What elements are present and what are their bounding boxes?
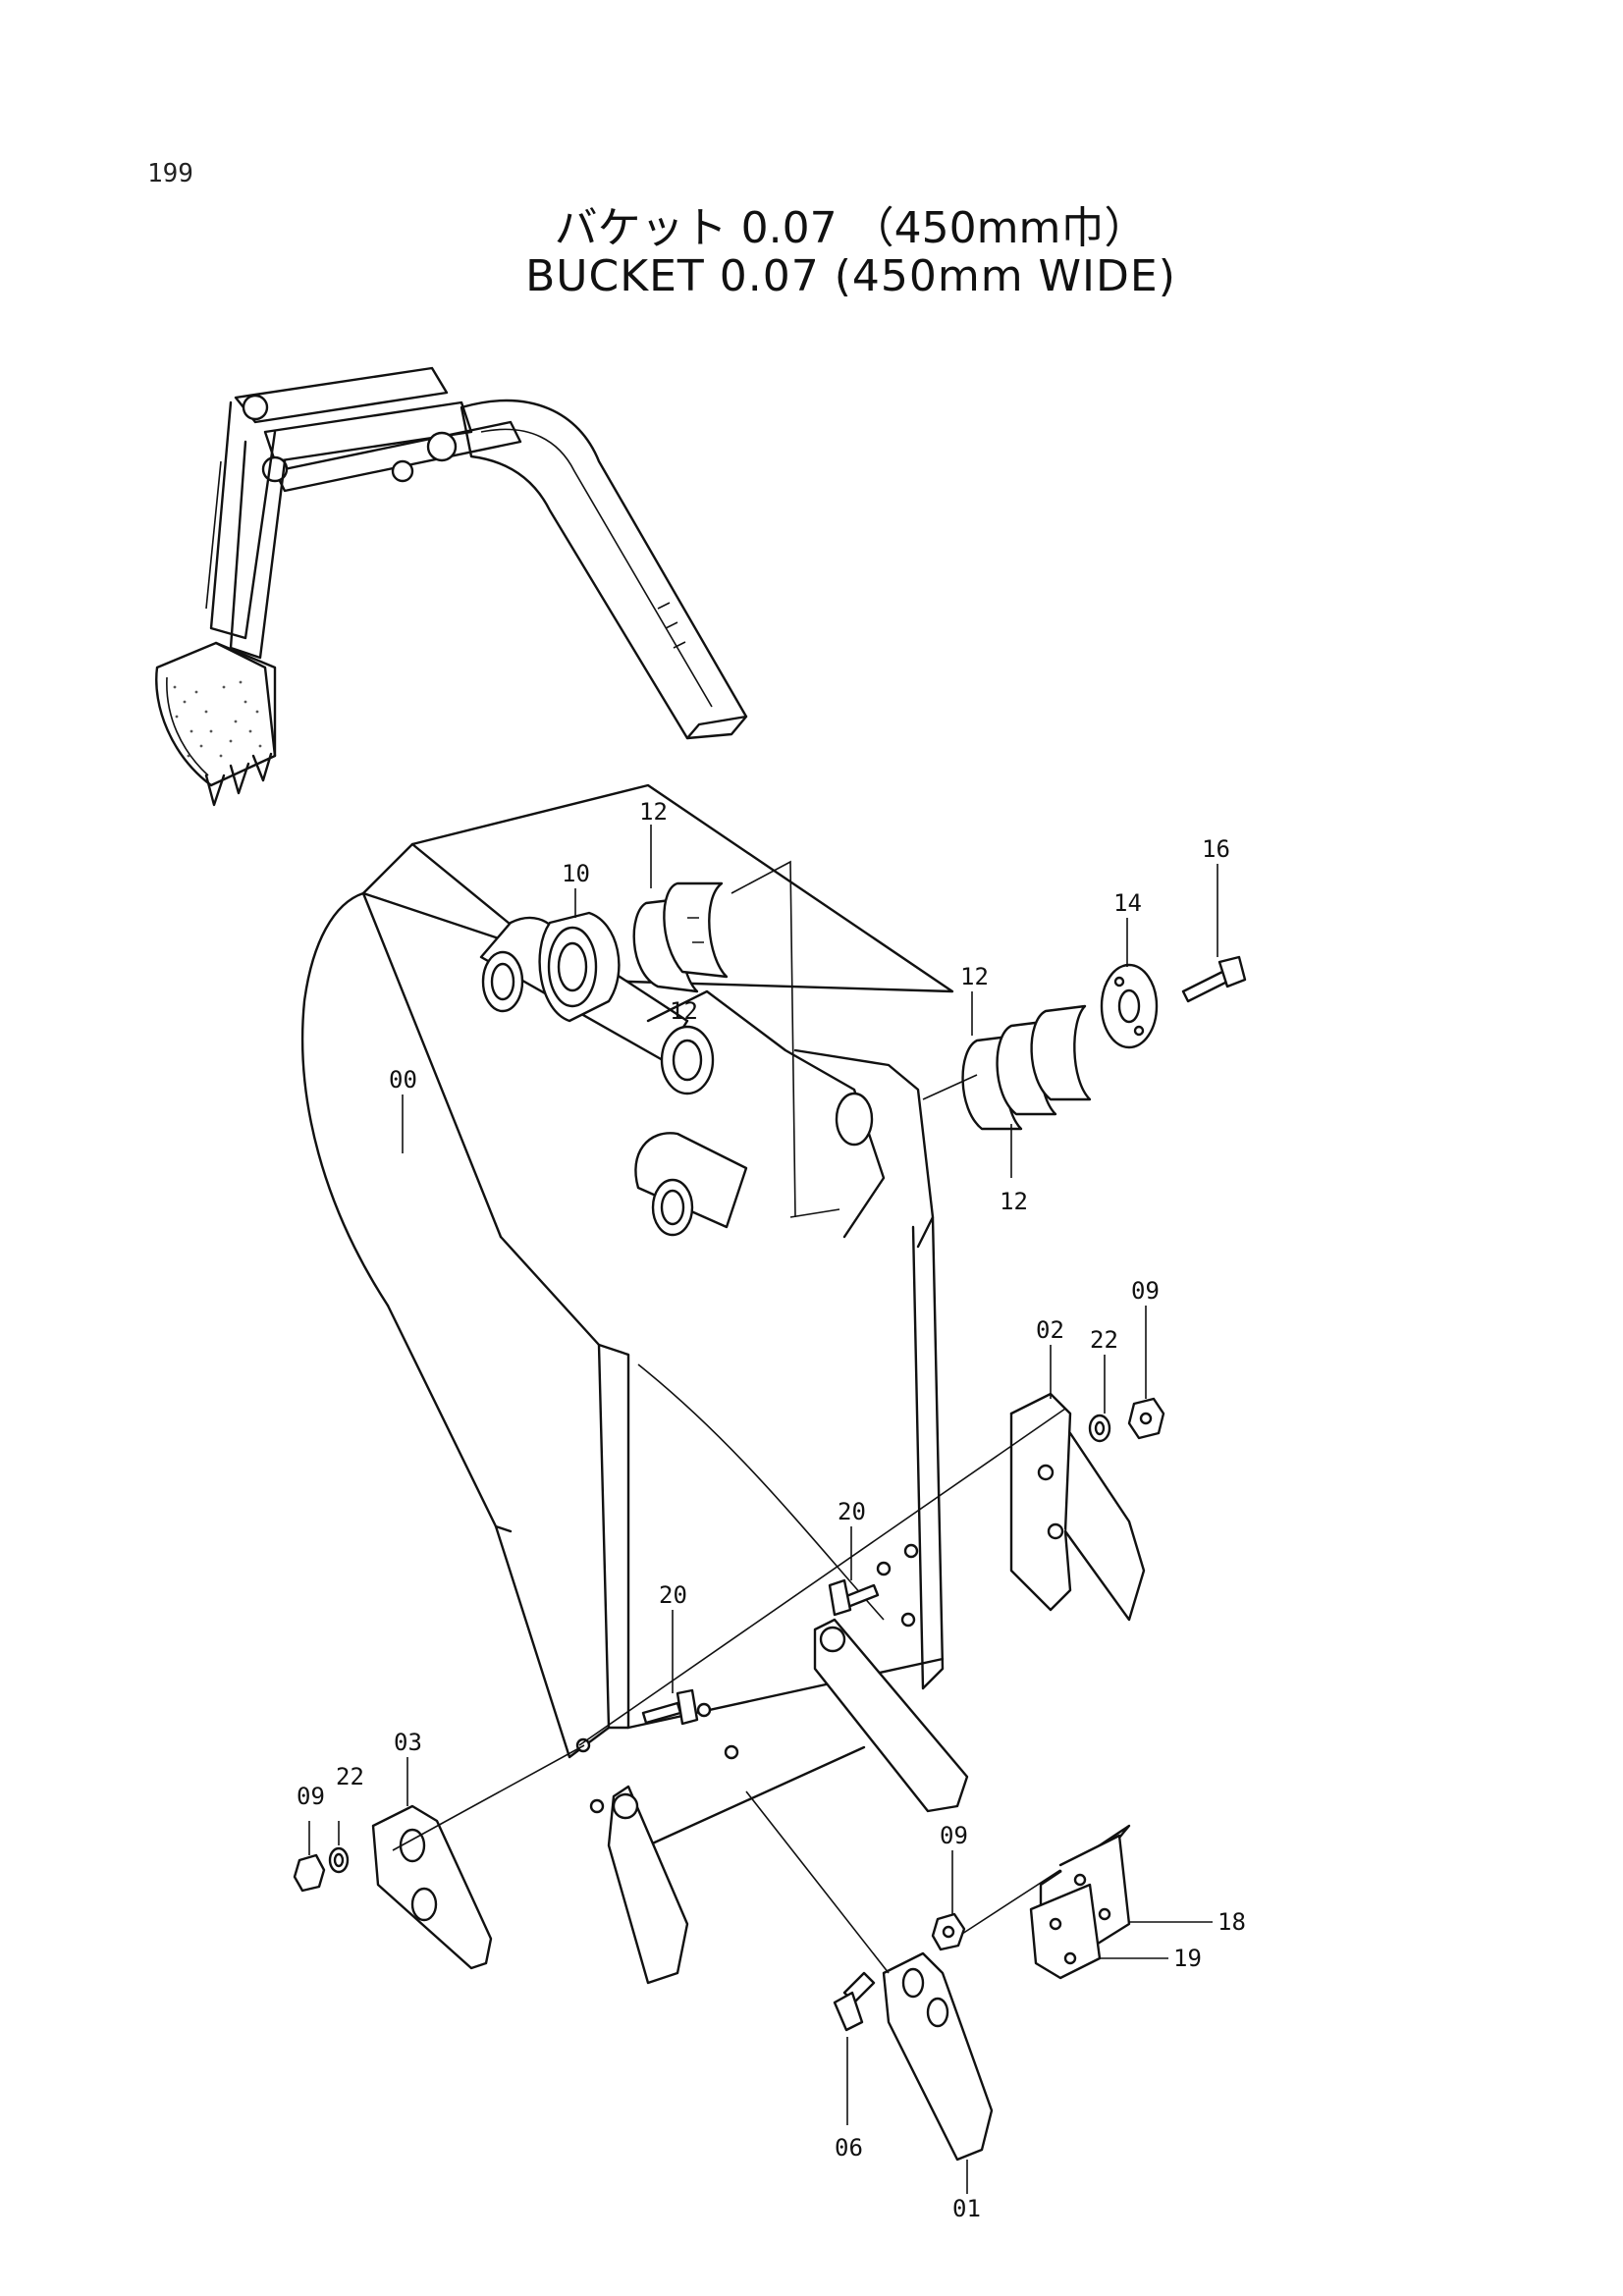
callout-03: 03 [394, 1729, 422, 1756]
title-japanese: バケット 0.07 （450mm巾） [554, 203, 1148, 253]
part-16-bolt [1181, 955, 1247, 1003]
callout-labels: 12 10 12 16 14 12 00 12 09 22 02 20 20 0… [297, 798, 1246, 2222]
callout-16: 16 [1202, 835, 1230, 863]
part-10-bushing [538, 911, 621, 1023]
page-number: 199 [147, 159, 193, 188]
callout-22-left: 22 [336, 1763, 364, 1790]
part-03-side-cutter [371, 1804, 493, 1970]
part-22-09-left [293, 1846, 350, 1893]
callout-12-upper-left: 12 [639, 798, 668, 826]
callout-00: 00 [389, 1066, 417, 1094]
callout-09-right: 09 [1131, 1277, 1160, 1305]
part-06-pin [833, 1971, 876, 2032]
title-english: BUCKET 0.07 (450mm WIDE) [525, 251, 1176, 301]
callout-20-left: 20 [659, 1581, 687, 1609]
part-02-side-cutter [1009, 1392, 1146, 1622]
part-22-09-right [1088, 1397, 1165, 1443]
callout-12-upper-lower: 12 [670, 997, 698, 1025]
callout-06: 06 [835, 2134, 863, 2162]
callout-19: 19 [1173, 1945, 1202, 1972]
callout-22-right: 22 [1090, 1326, 1118, 1354]
part-09-nut-center [931, 1912, 966, 1951]
callout-09-center: 09 [940, 1822, 968, 1849]
part-14-washer [1100, 963, 1159, 1049]
callout-02: 02 [1036, 1316, 1064, 1344]
callout-09-left: 09 [297, 1783, 325, 1810]
part-12-shims-upper [632, 881, 729, 993]
part-18-19-adapter [1029, 1824, 1131, 1980]
callout-14: 14 [1113, 889, 1142, 917]
callout-12-right-upper: 12 [960, 963, 989, 990]
callout-10: 10 [562, 860, 590, 887]
callout-01: 01 [952, 2195, 981, 2222]
callout-20-right: 20 [838, 1498, 866, 1525]
leader-lines [308, 825, 1218, 2194]
part-01-tooth [882, 1951, 994, 2162]
excavator-arm-illustration [155, 366, 748, 807]
part-20-bolts [641, 1578, 880, 1726]
bucket-teeth [607, 1618, 969, 1985]
part-12-shims-right [961, 1004, 1092, 1131]
callout-18: 18 [1217, 1908, 1246, 1936]
callout-12-right-lower: 12 [1000, 1188, 1028, 1215]
